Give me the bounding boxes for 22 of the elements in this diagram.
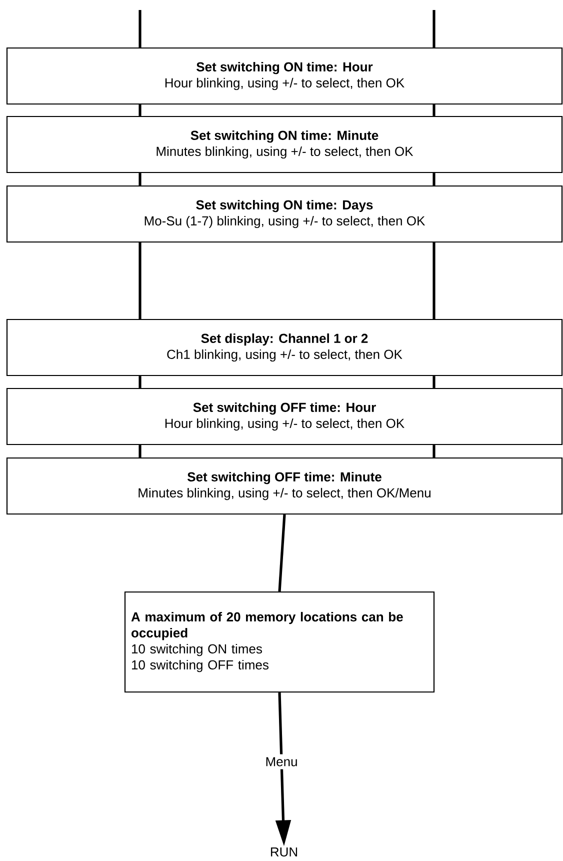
connector-line	[138, 242, 142, 319]
process-box: Set switching ON time: Minute Minutes blinking, using +/- to select, then OK	[6, 116, 563, 174]
connector-line	[138, 376, 142, 388]
connector-line	[138, 104, 142, 116]
connector-line	[432, 104, 436, 116]
process-box: Set switching OFF time: Hour Hour blinking, using +/- to select, then OK	[6, 388, 563, 446]
process-box: Set display: Channel 1 or 2 Ch1 blinking, using +/- to select, then OK	[6, 318, 563, 376]
process-box: Set switching ON time: Days Mo-Su (1-7) blinking, using +/- to select, then OK	[6, 185, 563, 243]
connector-line	[432, 445, 436, 458]
connector-line	[432, 376, 436, 388]
connector-line	[138, 10, 142, 48]
connector-line	[138, 173, 142, 186]
connector-line	[432, 10, 436, 48]
process-box: Set switching OFF time: Minute Minutes blinking, using +/- to select, then OK/Menu	[6, 457, 563, 515]
process-box: Set switching ON time: Hour Hour blinking, using +/- to select, then OK	[6, 47, 563, 105]
connector-line	[432, 173, 436, 186]
connector-line	[432, 242, 436, 319]
connector-line	[278, 514, 286, 592]
end-label: RUN	[270, 847, 298, 857]
connector-line	[138, 445, 142, 458]
note-box: A maximum of 20 memory locations can be occupied 10 switching ON times 10 switching OFF times	[124, 591, 435, 693]
edge-label: Menu	[262, 754, 301, 770]
